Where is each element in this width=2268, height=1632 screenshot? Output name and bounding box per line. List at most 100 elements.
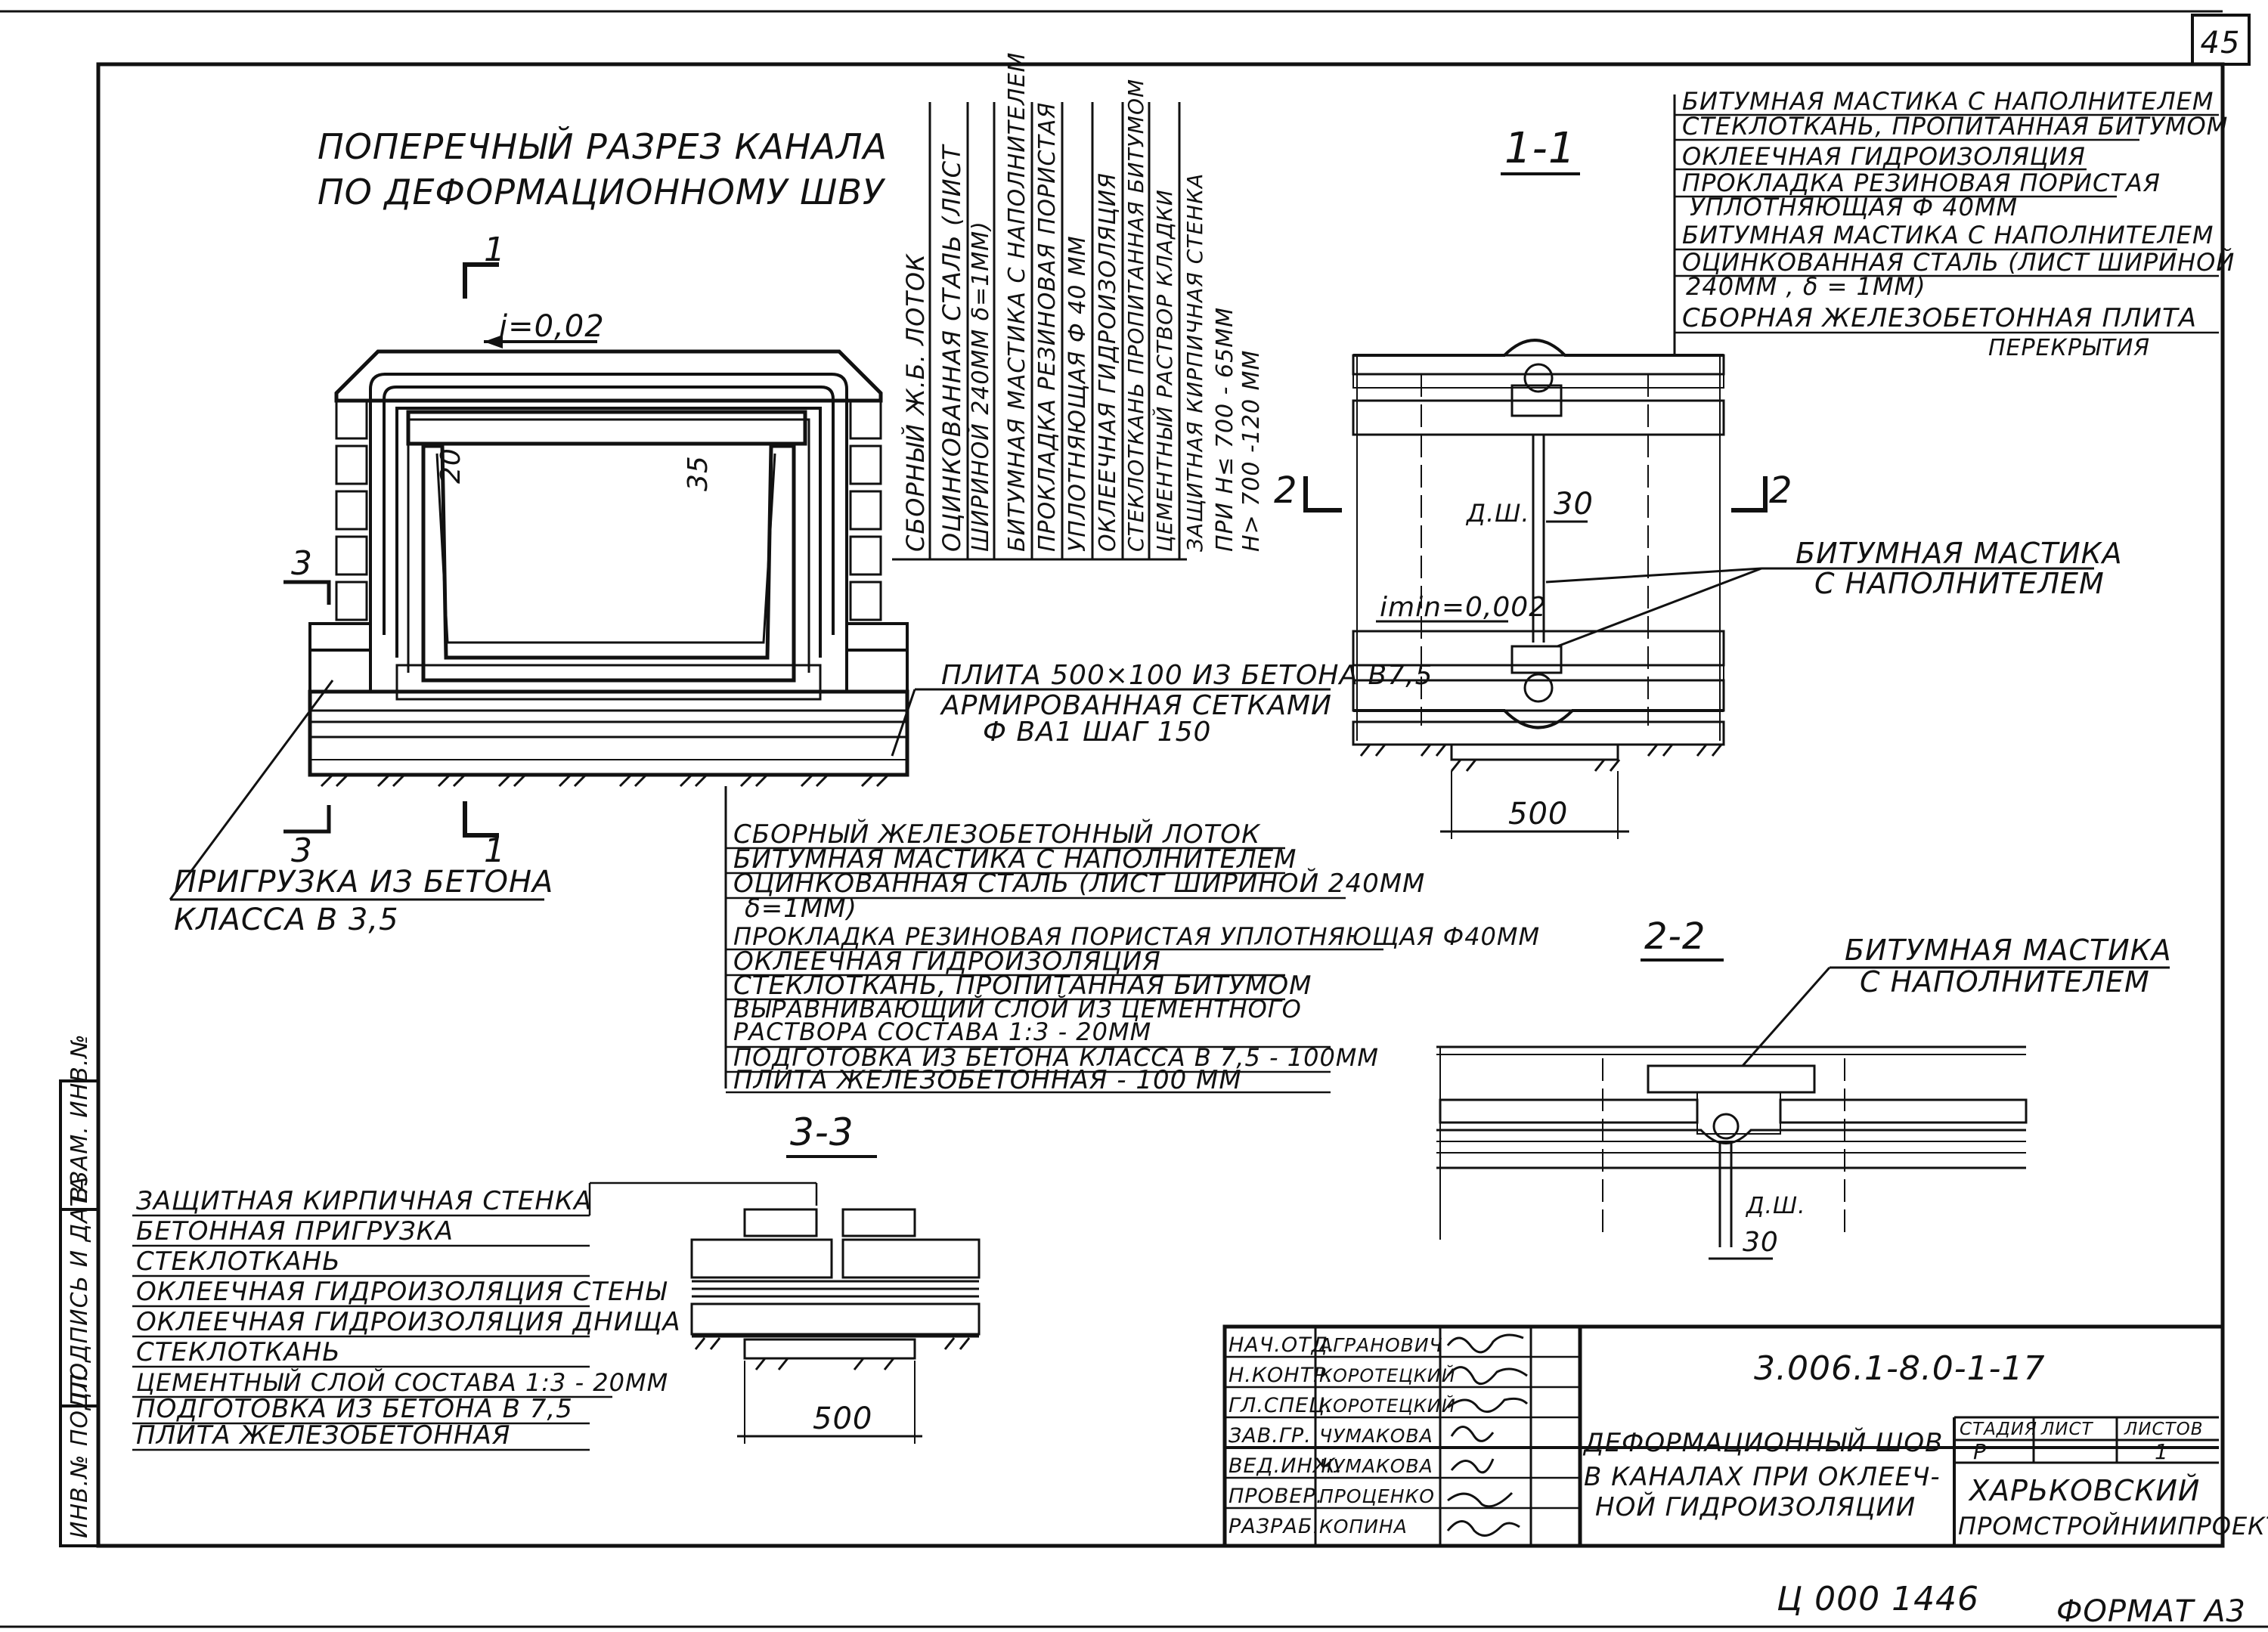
blayer-7: ВЫРАВНИВАЮЩИЙ СЛОЙ ИЗ ЦЕМЕНТНОГО bbox=[733, 995, 1302, 1023]
s11-slope: imin=0,002 bbox=[1380, 592, 1547, 623]
s33-layer-7: ПОДГОТОВКА ИЗ БЕТОНА В 7,5 bbox=[136, 1394, 573, 1424]
tb-name-4: ЧУМАКОВА bbox=[1319, 1455, 1433, 1477]
tb-desc-2: НОЙ ГИДРОИЗОЛЯЦИИ bbox=[1595, 1491, 1916, 1522]
bottom-number: 46 bbox=[1935, 1580, 1979, 1618]
base-strip-left bbox=[308, 622, 372, 652]
tb-org-line1: ХАРЬКОВСКИЙ bbox=[1968, 1474, 2200, 1507]
section-3-3: 3-3 ЗАЩИТНАЯ КИРПИЧНАЯ СТЕНКА БЕТОННАЯ П… bbox=[132, 1110, 981, 1451]
cut3-bottom-label: 3 bbox=[291, 831, 313, 870]
s11-mastic-line2: С НАПОЛНИТЕЛЕМ bbox=[1814, 567, 2105, 600]
cut-marker-top bbox=[463, 262, 499, 299]
bottom-slab bbox=[308, 689, 909, 777]
tb-name-6: КОПИНА bbox=[1319, 1516, 1408, 1538]
blayer-8: РАСТВОРА СОСТАВА 1:3 - 20ММ bbox=[733, 1017, 1151, 1046]
brick-wall-left bbox=[335, 399, 368, 621]
format-label: ФОРМАТ А3 bbox=[2056, 1594, 2246, 1629]
slope-label: i=0,02 bbox=[499, 309, 605, 344]
s11-layer-7: 240ММ , δ = 1ММ) bbox=[1686, 272, 1926, 301]
tb-role-3: ЗАВ.ГР. bbox=[1228, 1424, 1312, 1448]
title-block: НАЧ.ОТД. Н.КОНТР. ГЛ.СПЕЦ. ЗАВ.ГР. ВЕД.И… bbox=[1222, 1324, 2268, 1548]
vlayer-1: ОЦИНКОВАННАЯ СТАЛЬ (ЛИСТ bbox=[937, 144, 966, 552]
slab-label-line3: Ф ВА1 ШАГ 150 bbox=[983, 717, 1211, 748]
s33-layer-2: СТЕКЛОТКАНЬ bbox=[136, 1246, 341, 1277]
s11-layer-2: ОКЛЕЕЧНАЯ ГИДРОИЗОЛЯЦИЯ bbox=[1682, 142, 2086, 171]
s33-layer-labels: ЗАЩИТНАЯ КИРПИЧНАЯ СТЕНКА БЕТОННАЯ ПРИГР… bbox=[132, 1181, 818, 1451]
s33-layer-3: ОКЛЕЕЧНАЯ ГИДРОИЗОЛЯЦИЯ СТЕНЫ bbox=[136, 1277, 668, 1307]
s11-layer-4: УПЛОТНЯЮЩАЯ Ф 40ММ bbox=[1690, 193, 2018, 221]
tb-role-6: РАЗРАБ. bbox=[1228, 1515, 1320, 1538]
section-1-1-title: 1-1 bbox=[1504, 124, 1576, 173]
section-2-2: 2-2 БИТУМНАЯ МАСТИКА С НАПОЛНИТЕЛЕМ Д.Ш.… bbox=[1436, 915, 2171, 1260]
blayer-10: ПЛИТА ЖЕЛЕЗОБЕТОННАЯ - 100 ММ bbox=[733, 1065, 1242, 1095]
s11-layer-6: ОЦИНКОВАННАЯ СТАЛЬ (ЛИСТ ШИРИНОЙ bbox=[1682, 248, 2235, 277]
s33-layer-8: ПЛИТА ЖЕЛЕЗОБЕТОННАЯ bbox=[136, 1420, 510, 1451]
tray-lid bbox=[406, 410, 807, 446]
tb-name-3: ЧУМАКОВА bbox=[1319, 1425, 1433, 1447]
slab-label-line2: АРМИРОВАННАЯ СЕТКАМИ bbox=[940, 690, 1332, 721]
section-3-3-title: 3-3 bbox=[790, 1110, 854, 1154]
dim-20: 20 bbox=[435, 447, 466, 484]
tb-sheet-label: ЛИСТ bbox=[2040, 1420, 2094, 1439]
vlayer-8: ЦЕМЕНТНЫЙ РАСТВОР КЛАДКИ bbox=[1151, 189, 1177, 552]
s11-mastic-line1: БИТУМНАЯ МАСТИКА bbox=[1796, 537, 2123, 570]
tb-role-1: Н.КОНТР. bbox=[1228, 1364, 1334, 1387]
s11-dim-500: 500 bbox=[1508, 797, 1568, 831]
s33-layer-5: СТЕКЛОТКАНЬ bbox=[136, 1337, 341, 1367]
s11-layer-9: ПЕРЕКРЫТИЯ bbox=[1988, 335, 2150, 361]
cut-label-bottom: 1 bbox=[484, 831, 506, 870]
side-stamp-replaced: ВЗАМ. ИНВ.№ bbox=[67, 1033, 93, 1202]
tb-stage-label: СТАДИЯ bbox=[1960, 1420, 2037, 1439]
drawing-frame bbox=[96, 62, 2225, 1548]
blayer-0: СБОРНЫЙ ЖЕЛЕЗОБЕТОННЫЙ ЛОТОК bbox=[733, 819, 1261, 850]
tb-role-5: ПРОВЕР. bbox=[1228, 1485, 1323, 1508]
tb-role-0: НАЧ.ОТД. bbox=[1228, 1333, 1335, 1357]
s11-cut-right-label: 2 bbox=[1769, 469, 1793, 512]
s33-dim-500: 500 bbox=[813, 1401, 872, 1436]
s11-dim-30: 30 bbox=[1554, 487, 1594, 522]
s11-layer-8: СБОРНАЯ ЖЕЛЕЗОБЕТОННАЯ ПЛИТА bbox=[1682, 303, 2197, 333]
signatures bbox=[1446, 1333, 1529, 1537]
tb-desc-0: ДЕФОРМАЦИОННЫЙ ШОВ bbox=[1582, 1427, 1943, 1458]
vlayer-11: H> 700 -120 ММ bbox=[1238, 350, 1265, 552]
vlayer-6: ОКЛЕЕЧНАЯ ГИДРОИЗОЛЯЦИЯ bbox=[1095, 172, 1121, 552]
blayer-1: БИТУМНАЯ МАСТИКА С НАПОЛНИТЕЛЕМ bbox=[733, 844, 1297, 875]
section-2-2-title: 2-2 bbox=[1644, 915, 1706, 958]
side-stamp-inventory: ИНВ.№ ПОДЛ. bbox=[67, 1365, 93, 1538]
bottom-code: Ц 000 14 bbox=[1777, 1580, 1935, 1618]
cut3-top bbox=[284, 580, 331, 605]
base-strip-right bbox=[845, 622, 909, 652]
s33-layer-4: ОКЛЕЕЧНАЯ ГИДРОИЗОЛЯЦИЯ ДНИЩА bbox=[136, 1307, 681, 1337]
s11-joint: Д.Ш. bbox=[1465, 499, 1530, 528]
dim-35: 35 bbox=[683, 455, 714, 491]
cut-label-top: 1 bbox=[484, 231, 506, 269]
page-number: 45 bbox=[2201, 26, 2241, 60]
blayer-2: ОЦИНКОВАННАЯ СТАЛЬ (ЛИСТ ШИРИНОЙ 240ММ bbox=[733, 868, 1425, 899]
s11-layer-1: СТЕКЛОТКАНЬ, ПРОПИТАННАЯ БИТУМОМ bbox=[1682, 112, 2228, 141]
side-stamp-signature: ПОДПИСЬ И ДАТА bbox=[67, 1176, 93, 1398]
brick-wall-right bbox=[849, 399, 882, 621]
vlayer-3: БИТУМНАЯ МАСТИКА С НАПОЛНИТЕЛЕМ bbox=[1004, 52, 1030, 552]
tb-desc-1: В КАНАЛАХ ПРИ ОКЛЕЕЧ- bbox=[1584, 1462, 1941, 1492]
section-1-1: 1-1 БИТУМНАЯ МАСТИКА С НАПОЛНИТЕЛЕМ СТЕК… bbox=[1274, 87, 2235, 839]
s11-layer-3: ПРОКЛАДКА РЕЗИНОВАЯ ПОРИСТАЯ bbox=[1682, 169, 2161, 197]
vlayer-2: ШИРИНОЙ 240ММ δ=1ММ) bbox=[967, 221, 994, 552]
vlayer-9: ЗАЩИТНАЯ КИРПИЧНАЯ СТЕНКА bbox=[1182, 173, 1207, 552]
s33-layer-6: ЦЕМЕНТНЫЙ СЛОЙ СОСТАВА 1:3 - 20ММ bbox=[136, 1368, 668, 1397]
tb-doc-code: 3.006.1-8.0-1-17 bbox=[1754, 1349, 2046, 1388]
blayer-9: ПОДГОТОВКА ИЗ БЕТОНА КЛАССА В 7,5 - 100М… bbox=[733, 1043, 1379, 1072]
ballast-left bbox=[308, 649, 372, 693]
tb-name-5: ПРОЦЕНКО bbox=[1319, 1485, 1435, 1507]
s33-layer-1: БЕТОННАЯ ПРИГРУЗКА bbox=[136, 1216, 454, 1246]
vertical-layer-labels: СБОРНЫЙ Ж.Б. ЛОТОК ОЦИНКОВАННАЯ СТАЛЬ (Л… bbox=[892, 52, 1265, 561]
main-cross-section: ПОПЕРЕЧНЫЙ РАЗРЕЗ КАНАЛА ПО ДЕФОРМАЦИОНН… bbox=[169, 52, 1539, 1095]
tb-stage: Р bbox=[1973, 1439, 1987, 1464]
ballast-right bbox=[845, 649, 909, 693]
vlayer-10: ПРИ H≤ 700 - 65ММ bbox=[1212, 307, 1238, 552]
tb-org-line2: ПРОМСТРОЙНИИПРОЕКТ bbox=[1958, 1512, 2268, 1541]
s22-joint: Д.Ш. bbox=[1745, 1193, 1806, 1219]
vlayer-4: ПРОКЛАДКА РЕЗИНОВАЯ ПОРИСТАЯ bbox=[1034, 102, 1061, 552]
tray bbox=[421, 444, 796, 683]
blayer-3: δ=1ММ) bbox=[745, 893, 857, 924]
s22-dim-30: 30 bbox=[1743, 1227, 1779, 1258]
